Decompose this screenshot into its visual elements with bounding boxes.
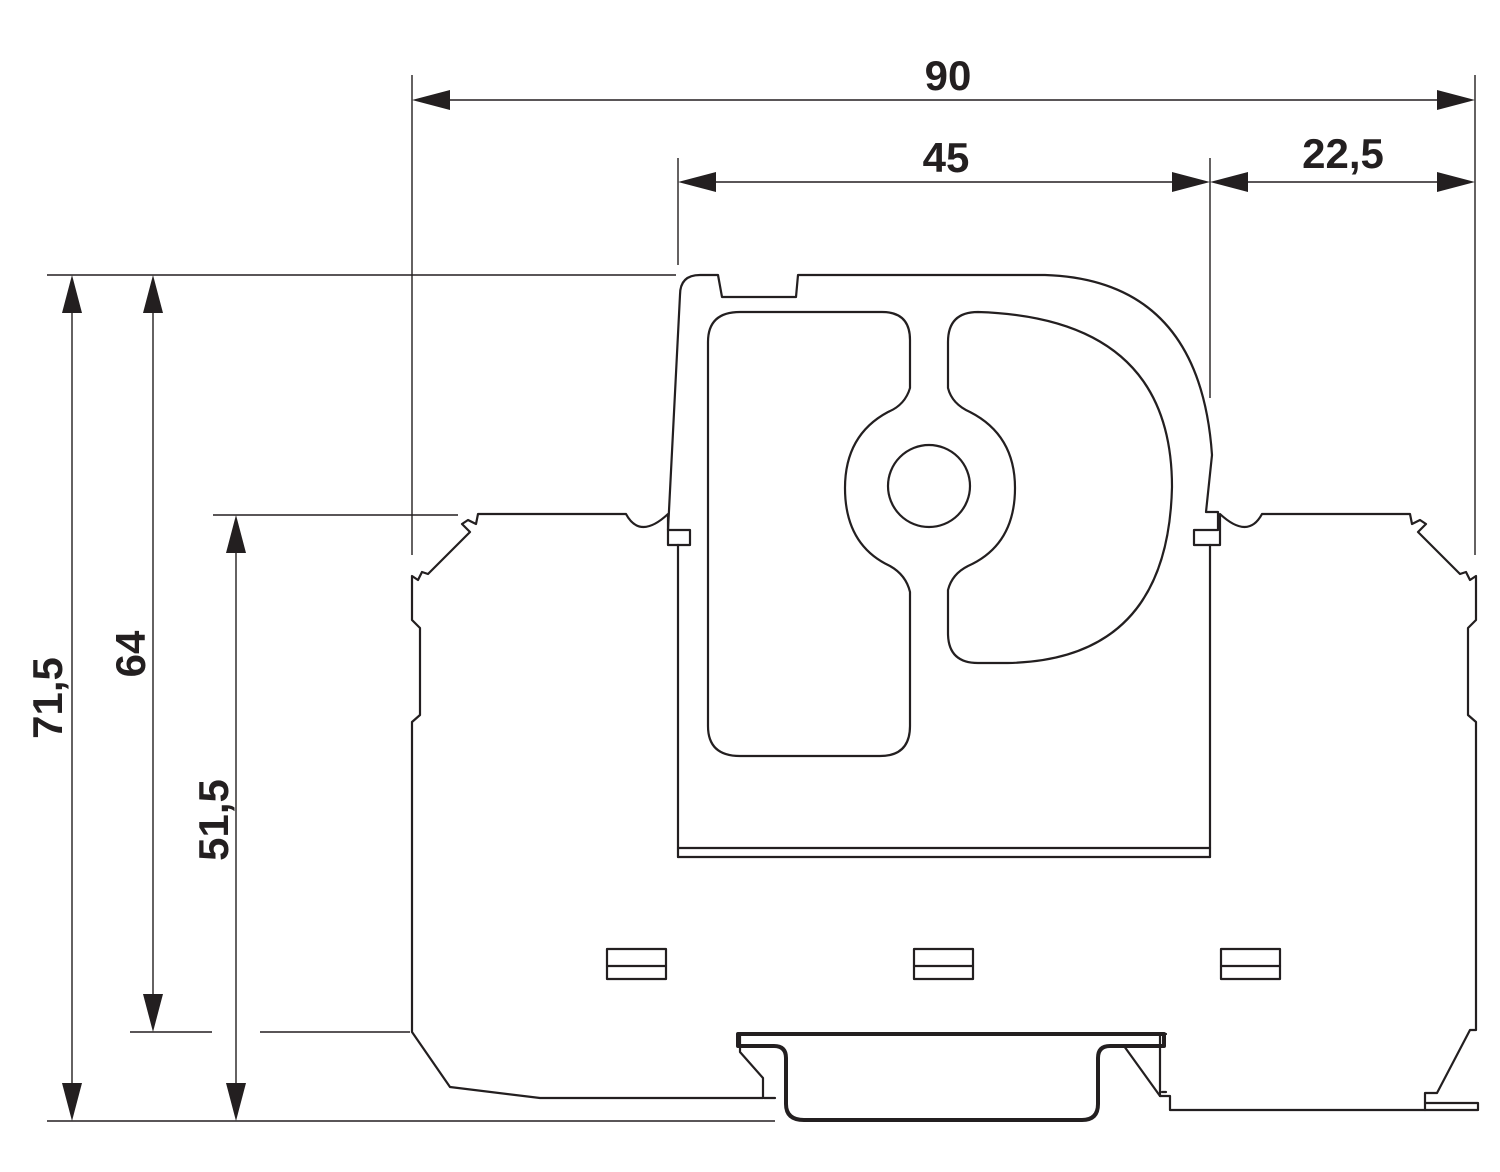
- vent-slot-middle: [912, 947, 975, 981]
- dimension-label-top-height: 64: [107, 630, 154, 677]
- dimension-total-height: 71,5: [24, 274, 775, 1122]
- dimension-label-side-height: 51,5: [190, 779, 237, 861]
- left-window: [706, 310, 912, 758]
- dimension-label-top-width: 45: [923, 134, 970, 181]
- dimension-side-width: 22,5: [1210, 130, 1475, 192]
- module-outline: [666, 273, 1220, 547]
- vent-slots: [605, 947, 1282, 981]
- housing-outline: [410, 273, 1480, 1112]
- vent-slot-right: [1219, 947, 1282, 981]
- dimension-label-side-width: 22,5: [1302, 130, 1384, 177]
- right-window: [946, 310, 1174, 665]
- dimension-side-height: 51,5: [190, 514, 458, 1121]
- dimension-label-total-height: 71,5: [24, 657, 71, 739]
- dimension-overall-width: 90: [411, 52, 1476, 555]
- housing-body: [410, 512, 1478, 1112]
- dimension-top-width: 45: [677, 134, 1211, 398]
- din-rail: [736, 1032, 1166, 1122]
- din-rail-clip: [1122, 1044, 1162, 1098]
- vent-slot-left: [605, 947, 668, 981]
- dimension-top-height: 64: [107, 275, 212, 1033]
- screw-hole: [886, 443, 972, 529]
- dimension-label-overall-width: 90: [925, 52, 972, 99]
